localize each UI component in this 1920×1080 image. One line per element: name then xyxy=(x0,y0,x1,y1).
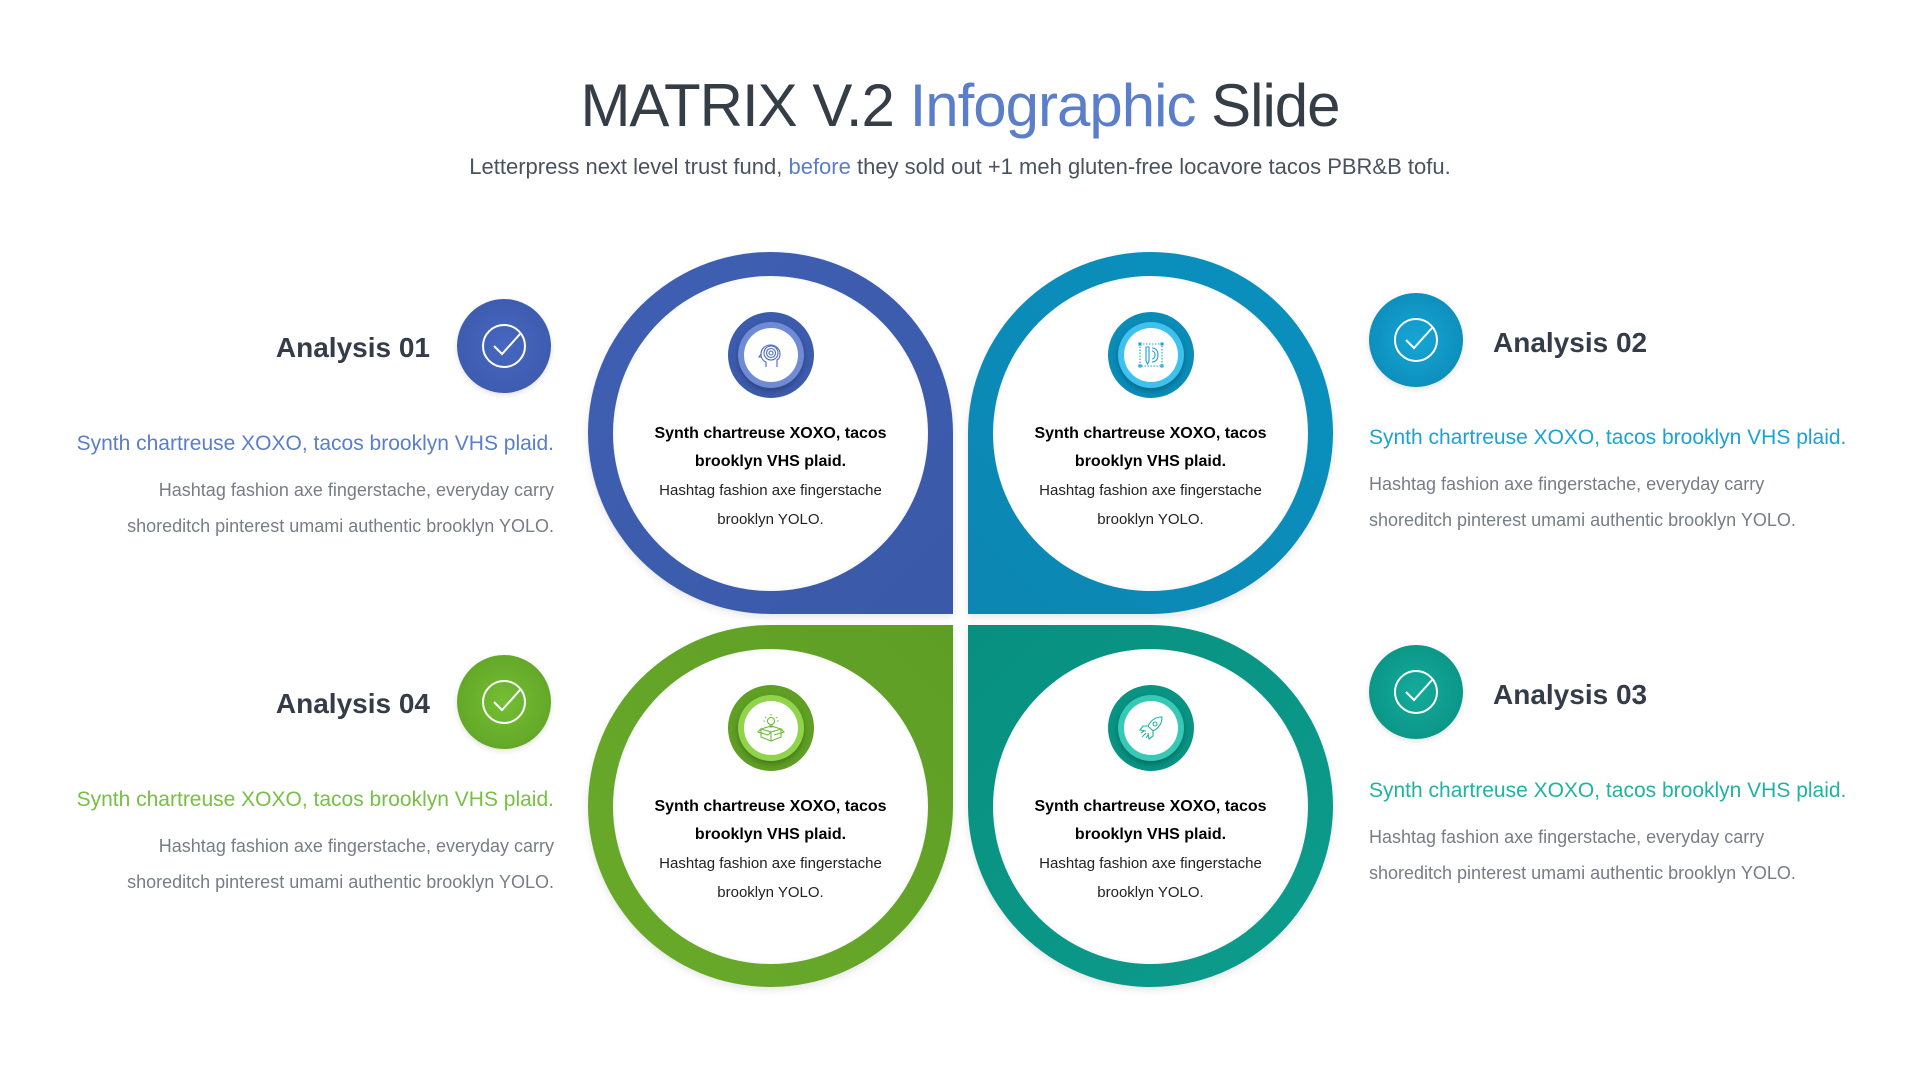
analysis-body-line2: shoreditch pinterest umami authentic bro… xyxy=(127,516,554,536)
design-pencil-gear-icon xyxy=(1137,342,1164,368)
analysis-body-line1: Hashtag fashion axe fingerstache, everyd… xyxy=(1369,827,1765,847)
petal-analysis-04: Synth chartreuse XOXO, tacos brooklyn VH… xyxy=(588,625,953,987)
petal-analysis-03: Synth chartreuse XOXO, tacos brooklyn VH… xyxy=(968,625,1333,987)
analysis-title: Analysis 02 xyxy=(1493,327,1648,358)
icon-badge xyxy=(1107,685,1194,771)
petal-inner-circle: Synth chartreuse XOXO, tacos brooklyn VH… xyxy=(993,649,1308,964)
analysis-title: Analysis 04 xyxy=(275,688,430,719)
petal-analysis-02: Synth chartreuse XOXO, tacos brooklyn VH… xyxy=(968,252,1333,614)
analysis-lead: Synth chartreuse XOXO, tacos brooklyn VH… xyxy=(1369,779,1847,802)
check-circle-badge xyxy=(1369,645,1463,739)
petal-title: Synth chartreuse XOXO, tacos brooklyn VH… xyxy=(654,798,887,843)
petal-analysis-01: Synth chartreuse XOXO, tacos brooklyn VH… xyxy=(588,252,953,614)
idea-box-icon xyxy=(756,714,785,742)
check-circle-badge xyxy=(457,299,551,393)
petal-body: Hashtag fashion axe fingerstache brookly… xyxy=(1039,855,1262,901)
title-part2: Slide xyxy=(1195,72,1340,139)
analysis-body-line1: Hashtag fashion axe fingerstache, everyd… xyxy=(158,836,554,856)
slide-title: MATRIX V.2 Infographic Slide xyxy=(0,64,1920,148)
mind-maze-icon xyxy=(757,344,781,367)
check-circle-icon xyxy=(482,680,526,724)
petal-body: Hashtag fashion axe fingerstache brookly… xyxy=(1039,482,1262,528)
title-accent: Infographic xyxy=(909,72,1197,139)
petal-title: Synth chartreuse XOXO, tacos brooklyn VH… xyxy=(1034,425,1267,470)
analysis-body-line2: shoreditch pinterest umami authentic bro… xyxy=(127,872,554,892)
analysis-body-line1: Hashtag fashion axe fingerstache, everyd… xyxy=(158,480,554,500)
subtitle-accent: before xyxy=(788,154,851,179)
analysis-title: Analysis 03 xyxy=(1493,679,1648,710)
slide-subtitle: Letterpress next level trust fund, befor… xyxy=(0,152,1920,182)
petal-body: Hashtag fashion axe fingerstache brookly… xyxy=(659,855,882,901)
title-part1: MATRIX V.2 xyxy=(580,72,910,139)
petal-inner-circle: Synth chartreuse XOXO, tacos brooklyn VH… xyxy=(613,649,928,964)
rocket-icon xyxy=(1138,716,1163,740)
check-circle-badge xyxy=(1369,293,1463,387)
icon-badge xyxy=(727,312,814,398)
analysis-lead: Synth chartreuse XOXO, tacos brooklyn VH… xyxy=(1369,426,1847,449)
analysis-title: Analysis 01 xyxy=(275,332,430,363)
check-circle-icon xyxy=(1394,318,1438,362)
analysis-lead: Synth chartreuse XOXO, tacos brooklyn VH… xyxy=(76,788,554,811)
analysis-body-line1: Hashtag fashion axe fingerstache, everyd… xyxy=(1369,474,1765,494)
analysis-body-line2: shoreditch pinterest umami authentic bro… xyxy=(1369,863,1796,883)
icon-badge xyxy=(727,685,814,771)
check-circle-badge xyxy=(457,655,551,749)
petal-inner-circle: Synth chartreuse XOXO, tacos brooklyn VH… xyxy=(613,276,928,591)
petal-title: Synth chartreuse XOXO, tacos brooklyn VH… xyxy=(654,425,887,470)
subtitle-part2: they sold out +1 meh gluten-free locavor… xyxy=(850,154,1451,179)
petal-title: Synth chartreuse XOXO, tacos brooklyn VH… xyxy=(1034,798,1267,843)
icon-badge xyxy=(1107,312,1194,398)
subtitle-part1: Letterpress next level trust fund, xyxy=(469,154,789,179)
petal-inner-circle: Synth chartreuse XOXO, tacos brooklyn VH… xyxy=(993,276,1308,591)
petal-body: Hashtag fashion axe fingerstache brookly… xyxy=(659,482,882,528)
check-circle-icon xyxy=(1394,670,1438,714)
analysis-body-line2: shoreditch pinterest umami authentic bro… xyxy=(1369,510,1796,530)
analysis-lead: Synth chartreuse XOXO, tacos brooklyn VH… xyxy=(76,432,554,455)
check-circle-icon xyxy=(482,324,526,368)
